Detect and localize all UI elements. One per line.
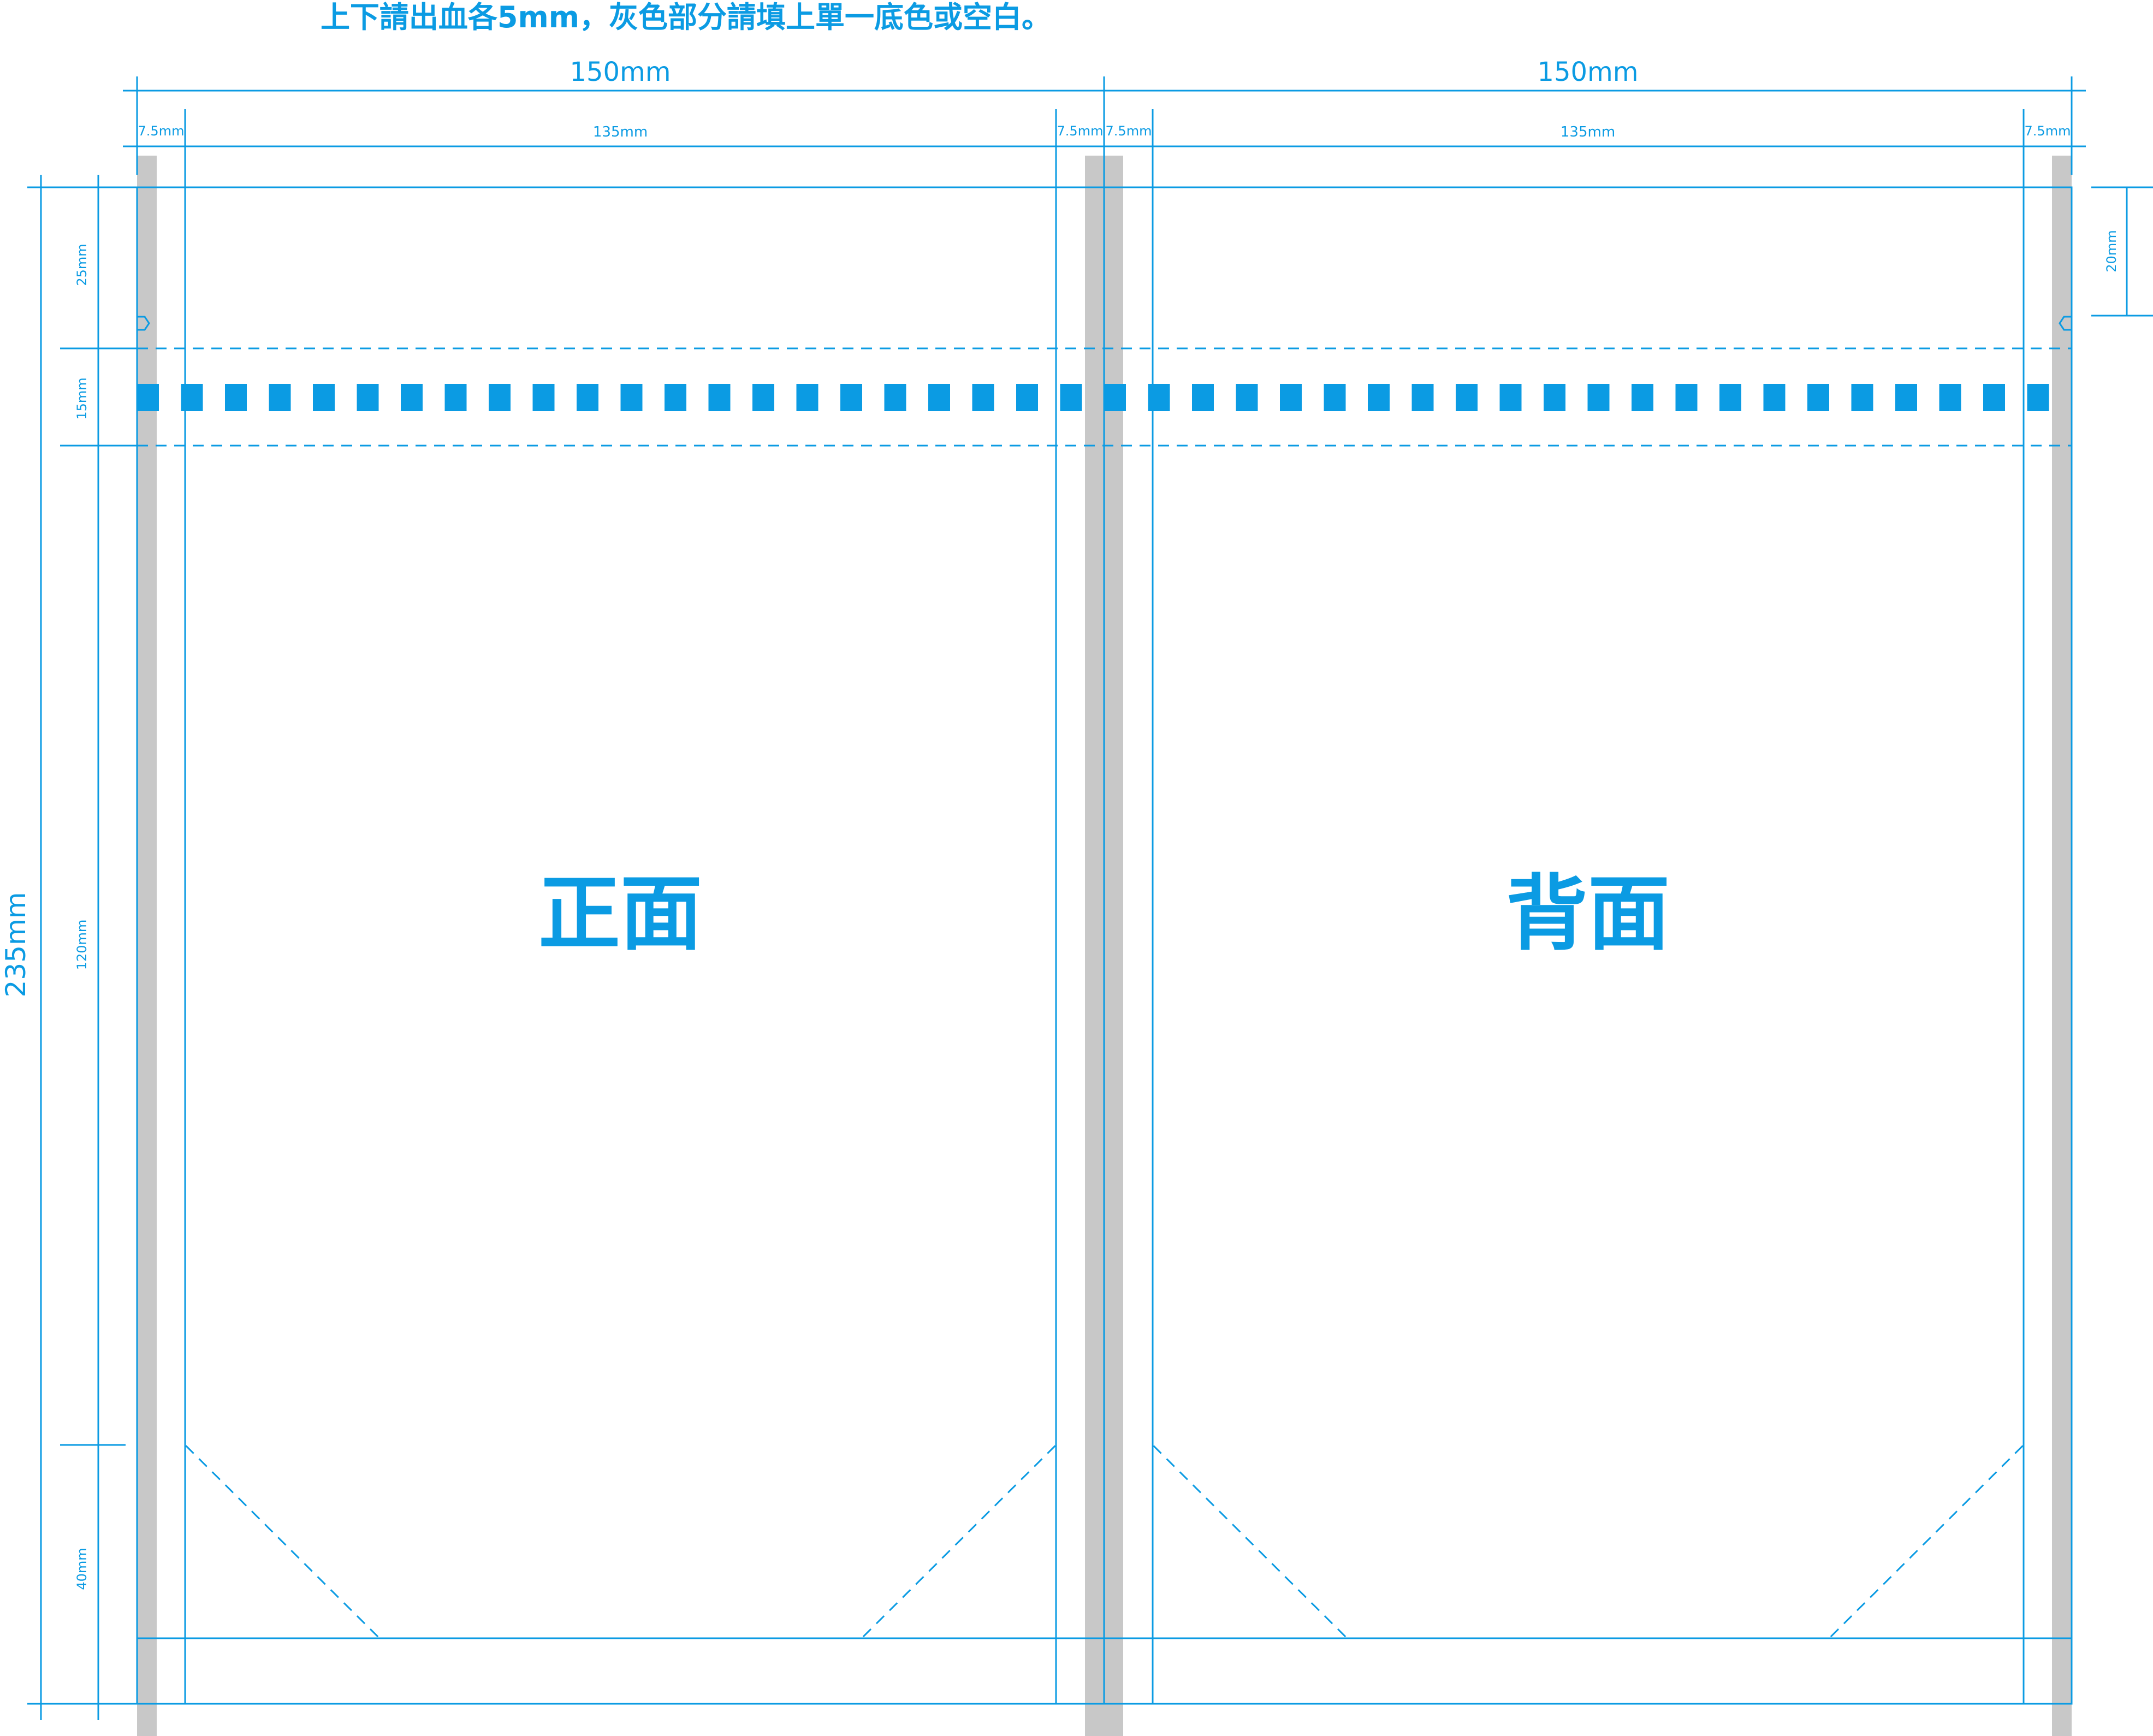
zipper-square (1939, 384, 1961, 411)
gusset-guide-right (859, 1444, 1057, 1639)
panel-width-label: 150mm (570, 57, 671, 87)
bleed-strip-left (137, 156, 157, 1736)
margin-label: 7.5mm (1057, 123, 1104, 139)
zipper-square (181, 384, 203, 411)
zipper-square (401, 384, 423, 411)
zipper-square (1236, 384, 1258, 411)
zipper-square (972, 384, 994, 411)
zipper-square (1763, 384, 1786, 411)
zipper-square (2027, 384, 2049, 411)
zipper-square (1280, 384, 1302, 411)
inner-width-label: 135mm (593, 124, 648, 140)
zipper-square (577, 384, 598, 411)
zipper-square (752, 384, 774, 411)
bleed-strip-right (2052, 156, 2072, 1736)
panel-width-label: 150mm (1537, 57, 1638, 87)
header-note: 上下請出血各5mm，灰色部分請填上單一底色或空白。 (321, 0, 1051, 34)
zipper-square (1104, 384, 1126, 411)
zipper-track (137, 384, 2072, 411)
zipper-square (665, 384, 686, 411)
zipper-square (1587, 384, 1610, 411)
zipper-square (796, 384, 819, 411)
margin-label: 7.5mm (1106, 123, 1152, 139)
zipper-square (1148, 384, 1170, 411)
total-height-label: 235mm (0, 892, 32, 998)
gusset-guide-right (1827, 1444, 2025, 1639)
zipper-square (444, 384, 467, 411)
zipper-square (532, 384, 555, 411)
height-segment-label: 40mm (74, 1548, 90, 1590)
zipper-square (1368, 384, 1390, 411)
zipper-square (1983, 384, 2005, 411)
height-segment-label: 25mm (74, 244, 90, 286)
zipper-square (1719, 384, 1741, 411)
zipper-square (928, 384, 950, 411)
zipper-square (1411, 384, 1434, 411)
zipper-square (1324, 384, 1346, 411)
height-segment-label: 120mm (74, 920, 90, 970)
zipper-square (313, 384, 335, 411)
zipper-square (1060, 384, 1082, 411)
tear-notch-left (137, 316, 150, 331)
zipper-square (1499, 384, 1522, 411)
margin-label: 7.5mm (138, 123, 185, 139)
panel-title-back: 背面 (1506, 867, 1670, 962)
tear-notch-right (2059, 316, 2072, 331)
zipper-square (2071, 384, 2072, 411)
margin-label: 7.5mm (2025, 123, 2071, 139)
zipper-square (1456, 384, 1478, 411)
zipper-square (1544, 384, 1565, 411)
gusset-guide-left (1152, 1444, 1349, 1639)
zipper-square (708, 384, 731, 411)
zipper-square (225, 384, 247, 411)
zipper-square (620, 384, 643, 411)
zipper-square (1016, 384, 1038, 411)
zipper-square (1675, 384, 1698, 411)
zipper-square (269, 384, 291, 411)
zipper-square (1851, 384, 1873, 411)
panel-title-front: 正面 (538, 867, 702, 962)
right-dimension-label: 20mm (2104, 230, 2119, 272)
gusset-guide-left (184, 1444, 382, 1639)
zipper-square (840, 384, 862, 411)
zipper-square (1895, 384, 1917, 411)
inner-width-label: 135mm (1561, 124, 1615, 140)
zipper-square (884, 384, 906, 411)
height-segment-label: 15mm (74, 377, 90, 419)
zipper-square (1192, 384, 1214, 411)
zipper-square (357, 384, 379, 411)
zipper-square (1807, 384, 1829, 411)
zipper-square (489, 384, 511, 411)
zipper-square (137, 384, 159, 411)
zipper-square (1632, 384, 1653, 411)
